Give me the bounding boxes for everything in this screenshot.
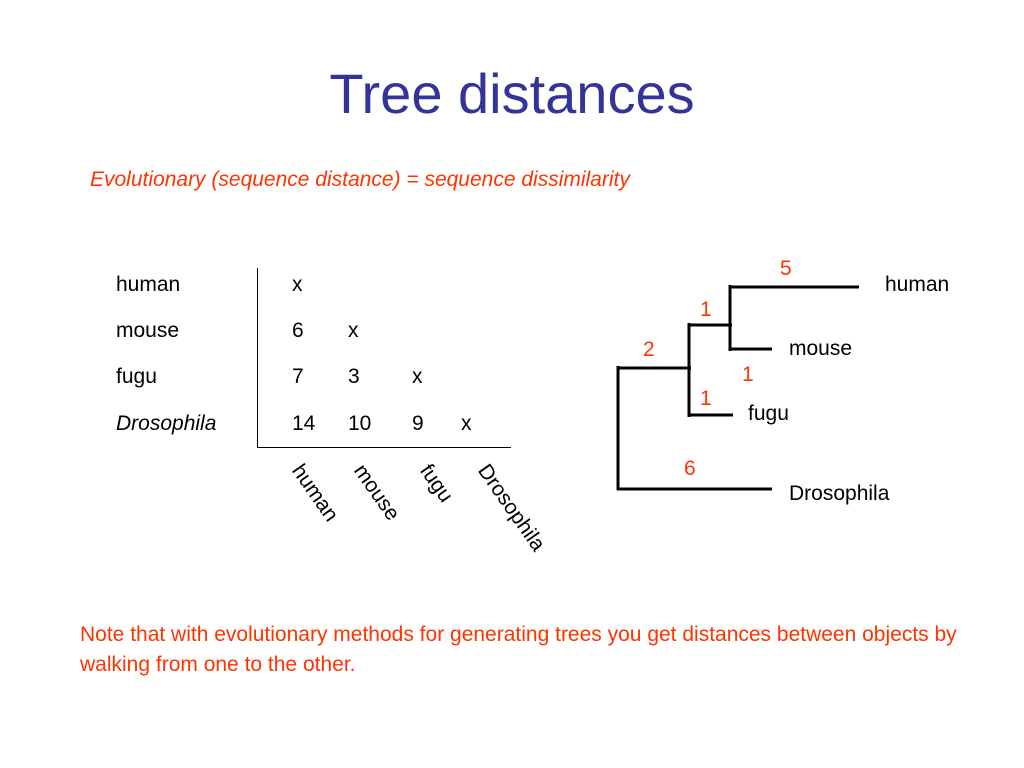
matrix-row-label-human: human bbox=[116, 273, 181, 296]
matrix-horizontal-divider bbox=[257, 447, 511, 448]
matrix-row-label-mouse: mouse bbox=[116, 319, 180, 342]
matrix-vertical-divider bbox=[257, 268, 258, 448]
matrix-cell: 6 bbox=[292, 319, 304, 342]
matrix-cell: x bbox=[292, 273, 303, 296]
branch-length-drosophila: 6 bbox=[684, 457, 696, 480]
matrix-cell: 3 bbox=[348, 365, 360, 388]
matrix-cell: x bbox=[461, 412, 472, 435]
branch-length-human: 5 bbox=[780, 257, 792, 280]
tree-leaf-mouse: mouse bbox=[789, 337, 853, 360]
matrix-cell: 14 bbox=[292, 412, 316, 435]
tree-leaf-drosophila: Drosophila bbox=[789, 482, 890, 505]
branch-length-human-mouse-ancestor: 1 bbox=[700, 298, 712, 321]
matrix-cell: 10 bbox=[348, 412, 372, 435]
matrix-cell: x bbox=[412, 365, 423, 388]
subtitle: Evolutionary (sequence distance) = seque… bbox=[90, 168, 630, 191]
tree-leaf-fugu: fugu bbox=[748, 402, 789, 425]
matrix-cell: 7 bbox=[292, 365, 304, 388]
matrix-row-label-fugu: fugu bbox=[116, 365, 157, 388]
matrix-row-label-drosophila: Drosophila bbox=[116, 412, 217, 435]
branch-length-mouse: 1 bbox=[742, 363, 754, 386]
branch-length-hmf-ancestor: 2 bbox=[643, 338, 655, 361]
page-title: Tree distances bbox=[329, 62, 695, 125]
tree-leaf-human: human bbox=[885, 273, 950, 296]
matrix-cell: 9 bbox=[412, 412, 424, 435]
footnote: Note that with evolutionary methods for … bbox=[80, 623, 957, 676]
branch-length-fugu: 1 bbox=[700, 387, 712, 410]
matrix-cell: x bbox=[348, 319, 359, 342]
